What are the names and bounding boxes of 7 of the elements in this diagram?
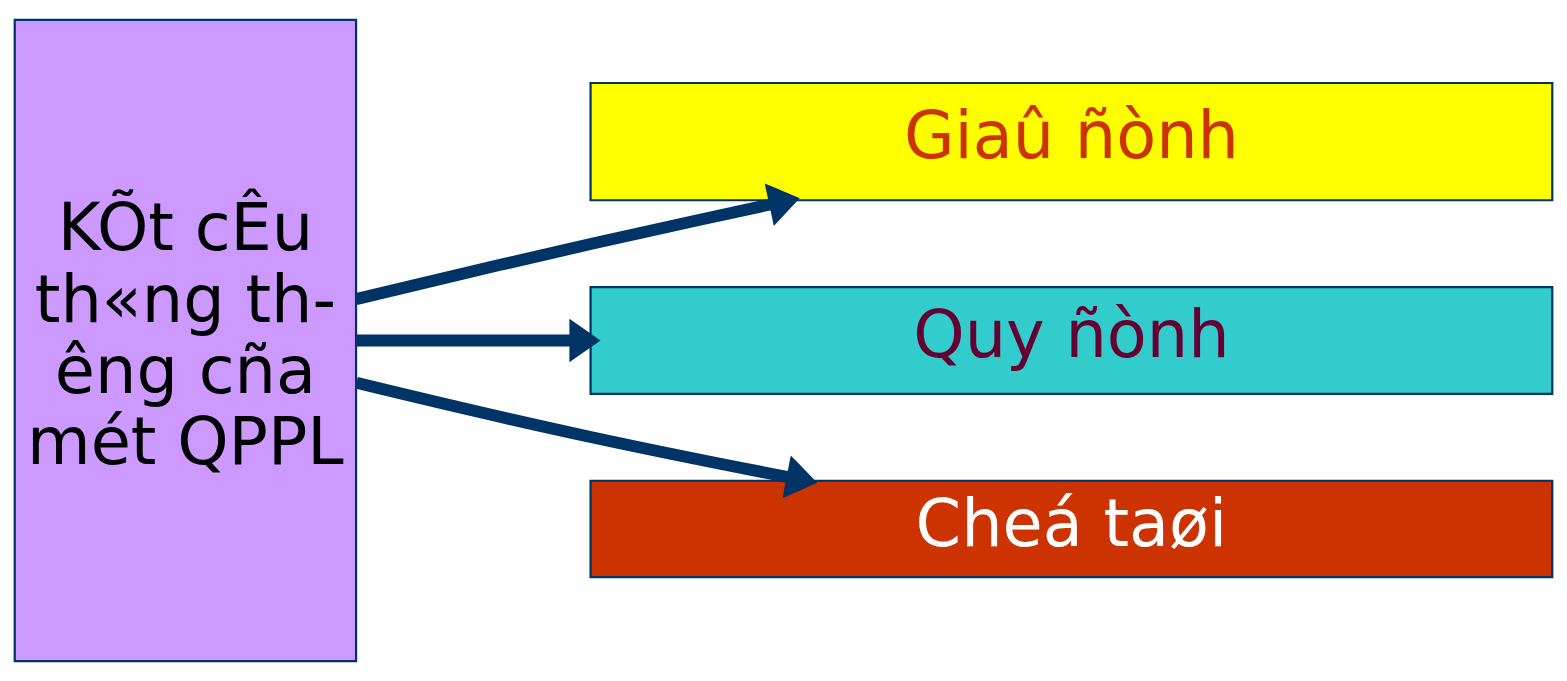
arrow xyxy=(354,183,800,305)
node-box: Cheá taøi xyxy=(589,479,1554,579)
arrow xyxy=(356,318,601,363)
arrow xyxy=(355,377,818,499)
node-box: Giaû ñònh xyxy=(589,81,1554,202)
node-box: Quy ñònh xyxy=(589,285,1554,396)
node-box: KÕt cÊu th«ng th-êng cña mét QPPL xyxy=(13,18,358,663)
